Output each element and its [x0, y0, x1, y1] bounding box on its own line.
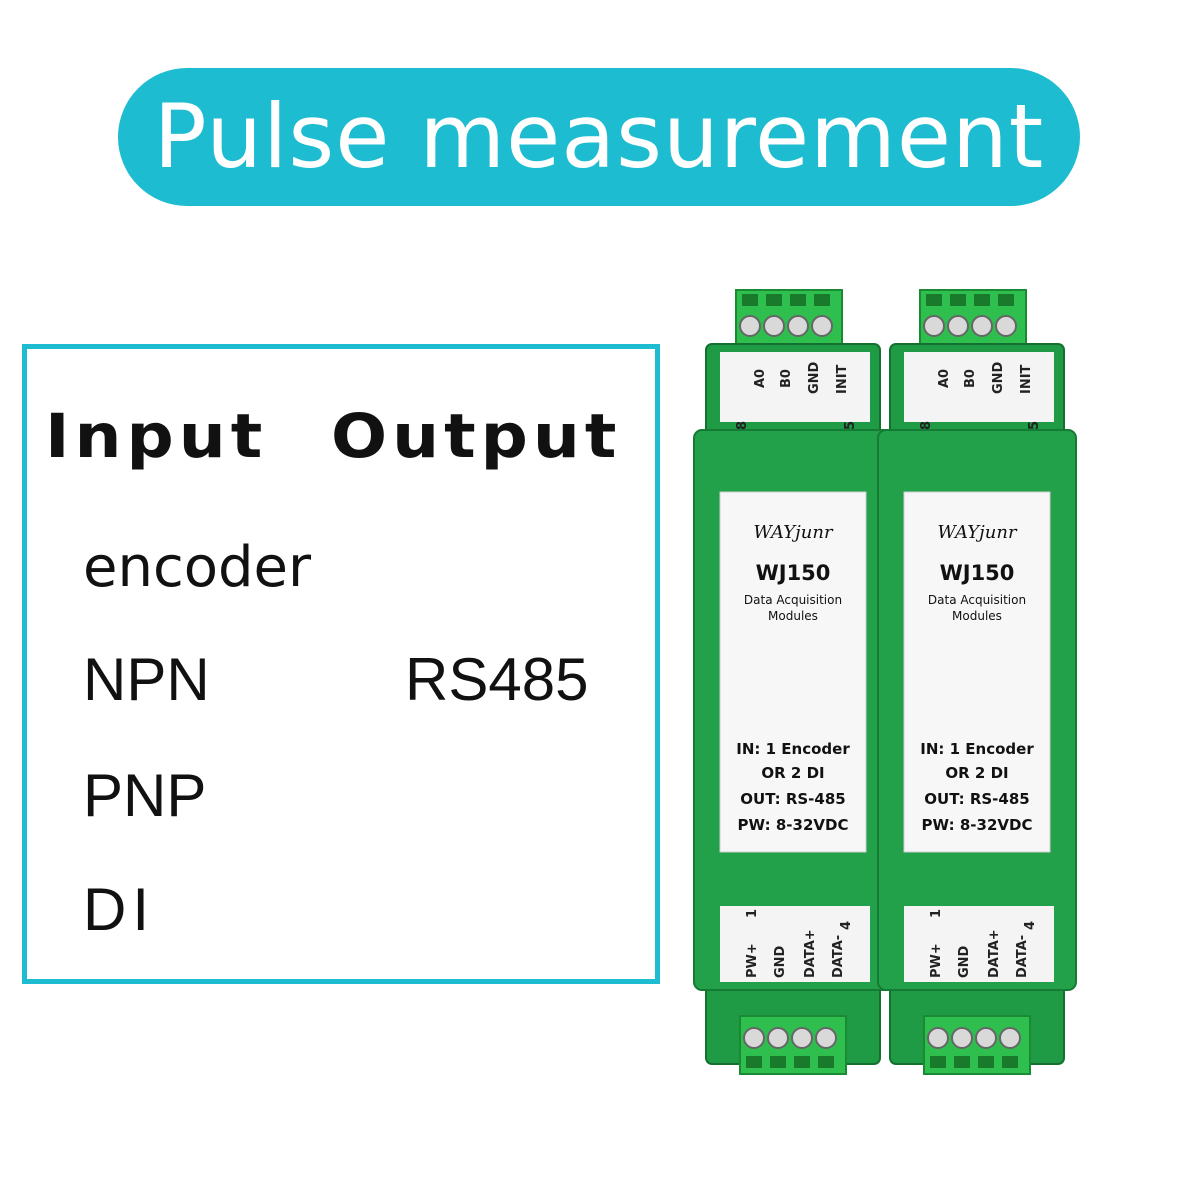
bottom-pin-number: 4 — [1023, 921, 1038, 930]
input-item-npn: NPN — [83, 646, 210, 713]
spec-line: OUT: RS-485 — [740, 790, 845, 808]
bottom-pin-number: 1 — [745, 909, 760, 918]
description: Data Acquisition — [928, 593, 1026, 607]
bottom-pin-label: PW+ — [929, 943, 944, 978]
brand-logo: WAYjunr — [753, 522, 834, 543]
spec-line: PW: 8-32VDC — [738, 816, 849, 834]
bottom-pin-label: GND — [957, 945, 972, 978]
banner-title: Pulse measurement — [153, 85, 1045, 188]
front-label — [903, 491, 1051, 853]
top-pin-number: 8 — [919, 421, 934, 430]
module-2: A0 B0 GND INIT 8 5 WAYjunr WJ150 Data Ac… — [877, 289, 1077, 1075]
bottom-terminal-block — [923, 1015, 1031, 1075]
output-item-rs485: RS485 — [405, 646, 589, 713]
top-pin-number: 5 — [1027, 421, 1042, 430]
top-pin-label: INIT — [1019, 364, 1034, 394]
top-pin-label: B0 — [963, 369, 978, 388]
top-pin-number: 8 — [735, 421, 750, 430]
top-pin-label: B0 — [779, 369, 794, 388]
model-name: WJ150 — [756, 561, 831, 585]
brand-logo: WAYjunr — [937, 522, 1018, 543]
bottom-label-panel — [720, 906, 870, 982]
model-name: WJ150 — [940, 561, 1015, 585]
description: Modules — [768, 609, 818, 623]
top-pin-number: 5 — [843, 421, 858, 430]
top-terminal-block — [919, 289, 1027, 347]
input-item-encoder: encoder — [83, 535, 312, 600]
bottom-pin-label: DATA+ — [987, 929, 1002, 978]
top-pin-label: GND — [807, 361, 822, 394]
description: Modules — [952, 609, 1002, 623]
output-header: Output — [331, 401, 622, 472]
top-pin-label: A0 — [753, 369, 768, 388]
front-label — [719, 491, 867, 853]
bottom-pin-label: GND — [773, 945, 788, 978]
top-label-panel — [904, 352, 1054, 422]
title-banner: Pulse measurement — [118, 68, 1080, 206]
input-item-pnp: PNP — [83, 762, 207, 829]
module-illustration: A0 B0 GND INIT 8 5 WAYjunr WJ150 Data Ac… — [693, 289, 1077, 1075]
spec-line: IN: 1 Encoder — [920, 740, 1034, 758]
top-pin-label: INIT — [835, 364, 850, 394]
spec-line: OUT: RS-485 — [924, 790, 1029, 808]
module-1: A0 B0 GND INIT 8 5 WAYjunr WJ150 Data Ac… — [693, 289, 893, 1075]
bottom-pin-label: DATA- — [831, 935, 846, 978]
bottom-pin-number: 1 — [929, 909, 944, 918]
top-terminal-block — [735, 289, 843, 347]
bottom-pin-label: DATA+ — [803, 929, 818, 978]
top-pin-label: A0 — [937, 369, 952, 388]
top-label-panel — [720, 352, 870, 422]
description: Data Acquisition — [744, 593, 842, 607]
spec-line: OR 2 DI — [761, 764, 824, 782]
bottom-pin-label: PW+ — [745, 943, 760, 978]
bottom-label-panel — [904, 906, 1054, 982]
bottom-pin-label: DATA- — [1015, 935, 1030, 978]
io-spec-box: Input Output encoder NPN PNP DI RS485 — [22, 344, 660, 984]
bottom-terminal-block — [739, 1015, 847, 1075]
spec-line: PW: 8-32VDC — [922, 816, 1033, 834]
input-item-di: DI — [83, 876, 155, 943]
bottom-pin-number: 4 — [839, 921, 854, 930]
input-header: Input — [45, 401, 268, 472]
spec-line: IN: 1 Encoder — [736, 740, 850, 758]
top-pin-label: GND — [991, 361, 1006, 394]
spec-line: OR 2 DI — [945, 764, 1008, 782]
